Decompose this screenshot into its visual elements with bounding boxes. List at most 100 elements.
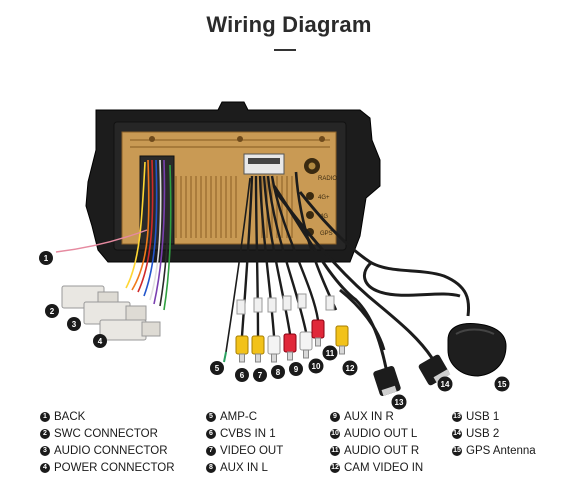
rca-plug-aux-r: [283, 333, 297, 361]
cable-sleeve: [236, 299, 246, 315]
gps-antenna: [447, 323, 507, 377]
callout-6: 6: [235, 368, 249, 382]
legend-number: 9: [330, 412, 340, 422]
legend-number: 10: [330, 429, 340, 439]
usb-cables: [272, 185, 434, 369]
callout-2: 2: [45, 304, 59, 318]
rca-plug-video-out: [251, 335, 265, 363]
radio-jack-inner: [308, 162, 316, 170]
legend-label: USB 2: [466, 428, 500, 440]
legend-number: 6: [206, 429, 216, 439]
legend-item-audio-out-l: 10 AUDIO OUT L: [330, 427, 417, 441]
audio-connector: [83, 301, 147, 325]
legend-item-aux-in-l: 8 AUX IN L: [206, 461, 268, 475]
usb-plug-2-metal: [433, 369, 451, 383]
legend-number: 14: [452, 429, 462, 439]
legend-label: GPS Antenna: [466, 445, 536, 457]
rca-plug-aux-l: [267, 335, 281, 363]
svg-text:7: 7: [258, 371, 263, 380]
rca-plug-audio-out-l: [299, 331, 313, 359]
cable-sleeve: [267, 297, 277, 313]
svg-text:9: 9: [294, 365, 299, 374]
4g-jack: [306, 211, 314, 219]
legend-label: CAM VIDEO IN: [344, 462, 424, 474]
head-unit: RADIO 4G+ 4G GPS: [85, 101, 381, 263]
svg-text:2: 2: [50, 307, 55, 316]
cable-sleeve: [282, 295, 292, 311]
4g-plus-jack: [306, 192, 314, 200]
legend-item-audio-connector: 3 AUDIO CONNECTOR: [40, 444, 168, 458]
legend-item-back: 1 BACK: [40, 410, 85, 424]
callout-7: 7: [253, 368, 267, 382]
svg-text:8: 8: [276, 368, 281, 377]
legend-item-amp-c: 5 AMP-C: [206, 410, 257, 424]
legend-number: 4: [40, 463, 50, 473]
legend-label: AUX IN L: [220, 462, 268, 474]
legend-label: AUDIO CONNECTOR: [54, 445, 168, 457]
legend-item-cvbs-in-1: 6 CVBS IN 1: [206, 427, 276, 441]
legend-item-power-connector: 4 POWER CONNECTOR: [40, 461, 175, 475]
legend-label: AMP-C: [220, 411, 258, 423]
svg-text:6: 6: [240, 371, 245, 380]
rca-cables: [225, 175, 320, 353]
svg-text:15: 15: [498, 380, 507, 389]
svg-text:14: 14: [441, 380, 450, 389]
legend-item-usb-2: 14 USB 2: [452, 427, 499, 441]
svg-text:10: 10: [312, 362, 321, 371]
legend-label: CVBS IN 1: [220, 428, 276, 440]
legend-item-audio-out-r: 11 AUDIO OUT R: [330, 444, 419, 458]
4g-plus-label: 4G+: [318, 195, 330, 201]
legend-number: 1: [40, 412, 50, 422]
svg-text:11: 11: [326, 349, 335, 358]
gps-cable: [298, 191, 471, 317]
legend-label: SWC CONNECTOR: [54, 428, 158, 440]
legend-item-aux-in-r: 9 AUX IN R: [330, 410, 394, 424]
legend-number: 2: [40, 429, 50, 439]
legend-number: 8: [206, 463, 216, 473]
rca-plug-audio-out-r: [311, 319, 325, 347]
svg-text:13: 13: [395, 398, 404, 407]
legend-label: BACK: [54, 411, 86, 423]
callout-3: 3: [67, 317, 81, 331]
legend-number: 15: [452, 446, 462, 456]
callout-5: 5: [210, 361, 224, 375]
callout-9: 9: [289, 362, 303, 376]
legend-item-cam-video-in: 12 CAM VIDEO IN: [330, 461, 423, 475]
legend-number: 13: [452, 412, 462, 422]
callout-13: 13: [391, 394, 407, 410]
legend-label: USB 1: [466, 411, 500, 423]
cable-sleeve: [325, 295, 335, 311]
legend-label: AUDIO OUT R: [344, 445, 420, 457]
legend-number: 7: [206, 446, 216, 456]
usb-plug-1-metal: [381, 385, 397, 396]
callout-14: 14: [437, 376, 453, 392]
legend-item-swc-connector: 2 SWC CONNECTOR: [40, 427, 158, 441]
cable-sleeve: [253, 297, 263, 313]
page-title: Wiring Diagram: [206, 12, 372, 37]
legend-label: POWER CONNECTOR: [54, 462, 175, 474]
cable-sleeve: [297, 293, 307, 309]
callout-12: 12: [342, 360, 358, 376]
screw-hole: [149, 136, 155, 142]
callout-10: 10: [308, 358, 324, 374]
screw-hole: [237, 136, 243, 142]
power-harness-wires: [55, 159, 172, 311]
legend-number: 12: [330, 463, 340, 473]
radio-label: RADIO: [318, 176, 337, 182]
callouts: 1 2 3 4 5 6 7 8 9 10 11 12 13 14 15: [39, 251, 510, 410]
svg-text:4: 4: [98, 337, 103, 346]
rca-plug-cam-in: [335, 325, 349, 355]
legend-item-video-out: 7 VIDEO OUT: [206, 444, 283, 458]
callout-15: 15: [494, 376, 510, 392]
legend-label: AUDIO OUT L: [344, 428, 418, 440]
svg-text:12: 12: [346, 364, 355, 373]
svg-text:5: 5: [215, 364, 220, 373]
callout-11: 11: [322, 345, 338, 361]
legend-number: 3: [40, 446, 50, 456]
legend-item-gps-antenna: 15 GPS Antenna: [452, 444, 536, 458]
callout-1: 1: [39, 251, 53, 265]
screw-hole: [319, 136, 325, 142]
4g-label: 4G: [320, 214, 328, 220]
gps-label: GPS: [320, 231, 333, 237]
